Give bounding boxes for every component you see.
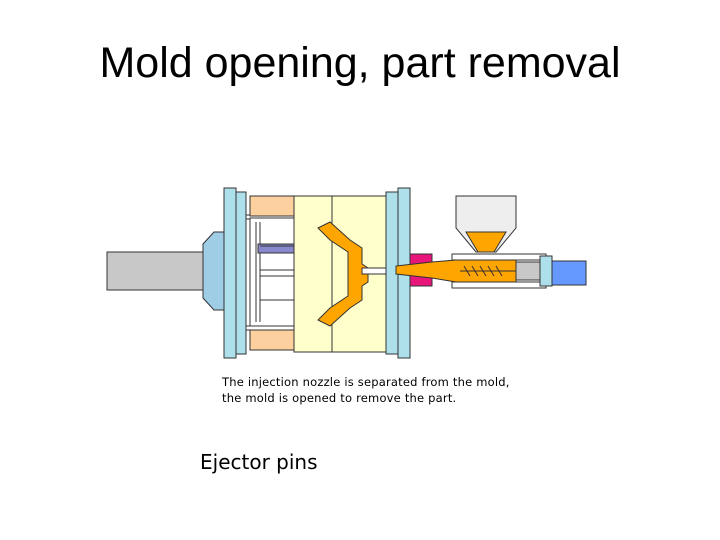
clamp-block-top [249,195,295,217]
ejector-box [249,217,295,327]
moving-platen-inner [235,191,247,355]
molten-plastic [395,259,517,283]
mold-core-half [293,195,333,353]
barrel-bottom-wall [451,281,547,289]
hopper-pellets [465,231,507,253]
clamp-ram [106,251,206,291]
barrel-top-wall [451,253,547,261]
moving-platen-outer [223,187,237,359]
molded-part [317,221,369,327]
ejector-pins-label: Ejector pins [200,450,318,474]
screw [460,265,516,277]
injection-cylinder [551,260,587,286]
clamp-block-bottom [249,329,295,351]
ejector-plate [257,243,295,254]
slide-title: Mold opening, part removal [99,39,621,87]
barrel-end-cap [539,255,553,287]
caption-line-2: the mold is opened to remove the part. [222,391,457,405]
caption-line-1: The injection nozzle is separated from t… [222,375,510,389]
diagram-caption: The injection nozzle is separated from t… [222,374,510,406]
